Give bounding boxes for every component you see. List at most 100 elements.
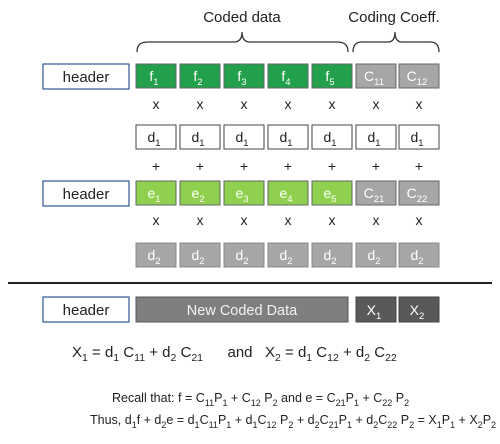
equation-text: + d [339, 344, 364, 361]
equation-subscript: 21 [329, 420, 339, 430]
equation-text: X [72, 344, 82, 361]
d2-row-cell-1-text-base: d [147, 247, 155, 263]
f-row-cell-3 [223, 63, 265, 89]
new-coded-data-label: New Coded Data [187, 303, 298, 319]
d1-row-cell-1-text-subscript: 1 [155, 138, 160, 149]
equation-and: and [227, 344, 252, 361]
f-row-cell-4-text-subscript: 4 [285, 77, 291, 88]
e-row-cell-1-text-base: e [147, 185, 155, 201]
x-output-label-2: X2 [410, 302, 425, 322]
d1-row-cell-3-text-base: d [235, 129, 243, 145]
equation-text: P [483, 413, 491, 427]
f-row-cell-7-text-base: C [407, 68, 417, 84]
equation-text: P [392, 391, 404, 405]
e-row-cell-4 [267, 180, 309, 206]
equation-subscript: 12 [251, 398, 261, 408]
f-row-cell-6-text-subscript: 11 [374, 77, 384, 88]
equation-text: P [346, 391, 354, 405]
d1-row-cell-6 [355, 124, 397, 150]
d2-row-cell-7-text-subscript: 2 [418, 256, 423, 267]
times-row-1-1: x [153, 96, 160, 112]
e-row-cell-5-text-subscript: 5 [331, 194, 336, 205]
equation-text: P [442, 413, 450, 427]
plus-row-6: + [372, 158, 380, 174]
header-row-f-label: header [63, 69, 110, 86]
d2-row-cell-2-text-base: d [191, 247, 199, 263]
equation-text: = d [281, 344, 306, 361]
e-row-cell-3-text: e3 [235, 185, 248, 205]
f-row-cell-1-text: f1 [149, 68, 158, 88]
plus-row-3: + [240, 158, 248, 174]
equation-text: C [378, 413, 387, 427]
d1-row-cell-4-text: d1 [279, 129, 292, 149]
plus-row-1: + [152, 158, 160, 174]
f-row-cell-6 [355, 63, 397, 89]
f-row-cell-5 [311, 63, 353, 89]
times-row-1-2: x [197, 96, 204, 112]
d2-row-cell-6-text-base: d [367, 247, 375, 263]
d1-row-cell-6-text-base: d [367, 129, 375, 145]
d1-row-cell-4-text-subscript: 1 [287, 138, 292, 149]
equation-subscript: 2 [491, 420, 496, 430]
equation-subscript: 22 [387, 420, 397, 430]
e-row-cell-3 [223, 180, 265, 206]
plus-row-7: + [415, 158, 423, 174]
header-row-e-box [42, 180, 130, 207]
d1-row-cell-3-text: d1 [235, 129, 248, 149]
f-row-cell-6-text-base: C [364, 68, 374, 84]
header-box-result [42, 296, 130, 323]
d1-row-cell-3-text-subscript: 1 [243, 138, 248, 149]
x-output-label-1-subscript: 1 [376, 311, 381, 322]
equation-subscript: 2 [478, 420, 483, 430]
equation-subscript: 1 [113, 352, 119, 364]
equation-text: C [312, 344, 327, 361]
e-row-cell-4-text-base: e [279, 185, 287, 201]
equation-subscript: 21 [336, 398, 346, 408]
f-row-cell-6-text: C11 [364, 68, 384, 88]
f-row-cell-2 [179, 63, 221, 89]
d2-row-cell-1-text: d2 [147, 247, 160, 267]
times-row-1-7: x [416, 96, 423, 112]
e-row-cell-6-text: C21 [364, 185, 385, 205]
equation-subscript: 1 [253, 420, 258, 430]
equation-x1: X1 = d1 C11 + d2 C21 [72, 344, 203, 364]
equation-text: Recall that: f = C [112, 391, 205, 405]
d2-row-cell-5-text-subscript: 2 [331, 256, 336, 267]
e-row-cell-4-text-subscript: 4 [287, 194, 293, 205]
e-row-cell-7-text-subscript: 22 [417, 194, 428, 205]
e-row-cell-3-text-subscript: 3 [243, 194, 248, 205]
d1-row-cell-1 [135, 124, 177, 150]
equation-text: P [214, 391, 222, 405]
d2-row-cell-5 [311, 242, 353, 268]
f-row-cell-5-text-subscript: 5 [329, 77, 334, 88]
equation-subscript: 12 [327, 352, 339, 364]
equation-text: = d [88, 344, 113, 361]
d1-row-cell-7 [398, 124, 440, 150]
equation-text: C [258, 413, 267, 427]
times-row-2-5: x [329, 212, 336, 228]
d1-row-cell-2-text-subscript: 1 [199, 138, 204, 149]
e-row-cell-6 [355, 180, 397, 206]
equation-subscript: 1 [347, 420, 352, 430]
f-row-cell-2-text: f2 [193, 68, 202, 88]
f-row-cell-1-text-subscript: 1 [153, 77, 158, 88]
d1-row-cell-2-text-base: d [191, 129, 199, 145]
equation-subscript: 2 [409, 420, 414, 430]
equation-subscript: 1 [226, 420, 231, 430]
times-row-1-6: x [373, 96, 380, 112]
x-output-box-1 [355, 296, 397, 323]
d2-row-cell-2-text: d2 [191, 247, 204, 267]
equation-text: Thus, d [90, 413, 132, 427]
d1-row-cell-3 [223, 124, 265, 150]
d1-row-cell-5-text-base: d [323, 129, 331, 145]
plus-row-4: + [284, 158, 292, 174]
f-row-cell-7-text: C12 [407, 68, 428, 88]
d2-row-cell-6-text: d2 [367, 247, 380, 267]
times-row-1-4: x [285, 96, 292, 112]
e-row-cell-5 [311, 180, 353, 206]
equation-thus: Thus, d1f + d2e = d1C11P1 + d1C12 P2 + d… [90, 413, 496, 430]
equation-text: X [265, 344, 275, 361]
